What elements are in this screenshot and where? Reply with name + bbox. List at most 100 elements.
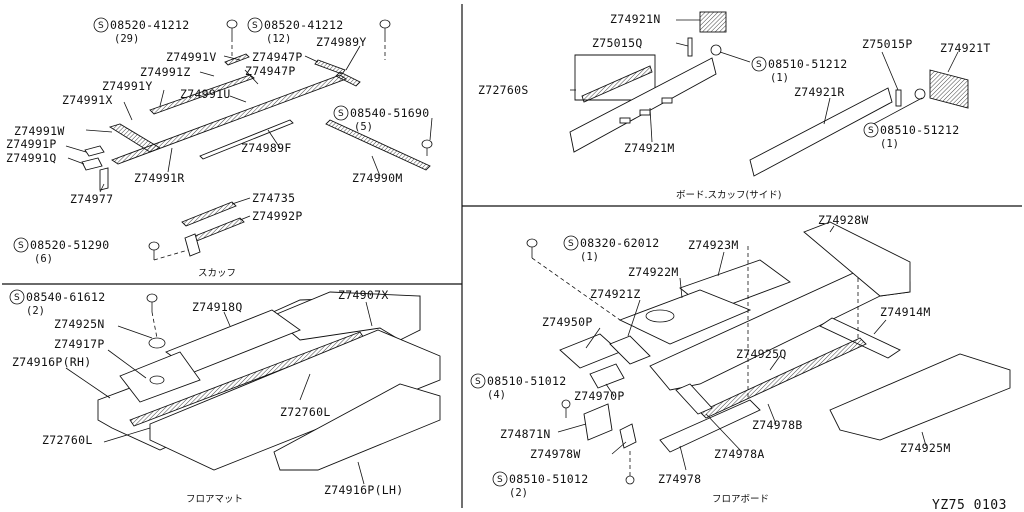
screw-symbol-icon bbox=[470, 373, 486, 389]
floor-board-z74925m bbox=[829, 353, 1011, 441]
quantity-label: (2) bbox=[26, 305, 45, 317]
scuff-upper-strip bbox=[149, 74, 255, 115]
section-caption-scuff: スカッフ bbox=[198, 268, 236, 279]
scuff-piece-p bbox=[84, 145, 105, 157]
screw-symbol-letter: S bbox=[252, 21, 258, 31]
section-dividers bbox=[2, 4, 1022, 508]
floor-mat-z74916p-lh bbox=[273, 383, 441, 471]
screw-symbol-letter: S bbox=[14, 293, 20, 303]
screw-callout-08510-51212-b: S 08510-51212 (1) bbox=[863, 122, 959, 150]
part-label-z74907x: Z74907X bbox=[338, 288, 389, 302]
part-label-z74917p: Z74917P bbox=[54, 337, 105, 351]
screw-symbol-letter: S bbox=[475, 377, 481, 387]
part-number-label: 08540-51690 bbox=[350, 106, 429, 120]
part-label-z74991y: Z74991Y bbox=[102, 79, 153, 93]
part-z72760s-inner bbox=[581, 65, 653, 103]
part-number-label: 08540-61612 bbox=[26, 290, 105, 304]
screw-icon bbox=[561, 399, 571, 418]
part-label-z74978b: Z74978B bbox=[752, 418, 803, 432]
screw-callout-08520-41212-a: S 08520-41212 (29) bbox=[93, 17, 189, 45]
clip-icon bbox=[148, 241, 189, 261]
floor-mat-z74907x bbox=[271, 291, 421, 341]
quantity-label: (29) bbox=[114, 33, 139, 45]
part-label-z74989f: Z74989F bbox=[241, 141, 292, 155]
part-label-z74947p: Z74947P bbox=[245, 64, 296, 78]
part-label-z74735: Z74735 bbox=[252, 191, 295, 205]
screw-icon bbox=[625, 450, 635, 485]
part-number-label: 08510-51012 bbox=[487, 374, 566, 388]
screw-callout-08520-51290: S 08520-51290 (6) bbox=[13, 237, 109, 265]
floor-board-z74925q bbox=[699, 337, 867, 419]
section-caption-floor-board: フロアボード bbox=[712, 494, 769, 505]
floor-board-z74921z bbox=[609, 335, 651, 365]
quantity-label: (5) bbox=[354, 121, 373, 133]
part-label-z74977: Z74977 bbox=[70, 192, 113, 206]
floor-board-z74922m bbox=[618, 289, 752, 345]
screw-symbol-letter: S bbox=[756, 60, 762, 70]
scuff-strip-f bbox=[199, 119, 294, 160]
part-label-z74950p: Z74950P bbox=[542, 315, 593, 329]
part-label-z74978: Z74978 bbox=[658, 472, 701, 486]
part-number-label: 08510-51012 bbox=[509, 472, 588, 486]
screw-symbol-icon bbox=[13, 237, 29, 253]
screw-symbol-letter: S bbox=[497, 475, 503, 485]
screw-symbol-letter: S bbox=[98, 21, 104, 31]
part-label-z75015q: Z75015Q bbox=[592, 36, 643, 50]
screw-symbol-icon bbox=[247, 17, 263, 33]
part-z74921m-shape bbox=[569, 57, 717, 153]
part-label-z74925n: Z74925N bbox=[54, 317, 105, 331]
screw-symbol-icon bbox=[93, 17, 109, 33]
part-label-z74990m: Z74990M bbox=[352, 171, 403, 185]
scuff-strip-735 bbox=[181, 201, 237, 227]
part-number-label: 08520-41212 bbox=[264, 18, 343, 32]
screw-icon bbox=[526, 238, 621, 321]
leader-lines bbox=[570, 19, 959, 143]
scuff-bracket bbox=[184, 233, 201, 257]
quantity-label: (12) bbox=[266, 33, 291, 45]
part-number-label: 08510-51212 bbox=[880, 123, 959, 137]
scuff-section: S 08520-41212 (29) S 08520-41212 (12) bbox=[6, 17, 433, 279]
part-slot bbox=[619, 117, 631, 124]
quantity-label: (6) bbox=[34, 253, 53, 265]
floor-mat-section: S 08540-61612 (2) Z74918Q Z74907X Z74925… bbox=[9, 288, 441, 505]
clip-icon bbox=[421, 139, 433, 156]
part-label-z74928w: Z74928W bbox=[818, 213, 869, 227]
screw-callout-08510-51012-b: S 08510-51012 (2) bbox=[492, 471, 588, 499]
part-number-label: 08510-51212 bbox=[768, 57, 847, 71]
part-label-z74978w: Z74978W bbox=[530, 447, 581, 461]
floor-board-z74928w bbox=[803, 221, 911, 297]
part-label-z74925m: Z74925M bbox=[900, 441, 951, 455]
part-label-z74923m: Z74923M bbox=[688, 238, 739, 252]
quantity-label: (2) bbox=[509, 487, 528, 499]
screw-callout-08540-61612: S 08540-61612 (2) bbox=[9, 289, 105, 317]
part-number-label: 08320-62012 bbox=[580, 236, 659, 250]
part-label-z72760l: Z72760L bbox=[280, 405, 331, 419]
leader-lines bbox=[65, 45, 433, 221]
screw-symbol-icon bbox=[863, 122, 879, 138]
floor-board-section: S 08320-62012 (1) Z74928W Z74923M Z74922… bbox=[470, 213, 1011, 505]
part-label-z74918q: Z74918Q bbox=[192, 300, 243, 314]
part-label-z74989y: Z74989Y bbox=[316, 35, 367, 49]
floor-board-hole bbox=[645, 309, 675, 323]
part-label-z74921t: Z74921T bbox=[940, 41, 991, 55]
screw-icon bbox=[710, 44, 751, 63]
part-label-z74925q: Z74925Q bbox=[736, 347, 787, 361]
part-label-z72760l: Z72760L bbox=[42, 433, 93, 447]
section-caption-board-scuff-side: ボード.スカッフ(サイド) bbox=[676, 190, 781, 201]
part-label-z74921m: Z74921M bbox=[624, 141, 675, 155]
part-label-z74921z: Z74921Z bbox=[590, 287, 641, 301]
screw-symbol-icon bbox=[333, 105, 349, 121]
part-label-z74871n: Z74871N bbox=[500, 427, 551, 441]
screw-callout-08540-51690: S 08540-51690 (5) bbox=[333, 105, 429, 133]
screw-icon bbox=[914, 88, 926, 100]
scuff-strip-m bbox=[325, 119, 431, 171]
clip-icon bbox=[226, 19, 238, 60]
floor-mat-lower bbox=[149, 329, 441, 471]
part-label-z74978a: Z74978A bbox=[714, 447, 765, 461]
part-slot bbox=[661, 97, 673, 104]
part-label-z72760s: Z72760S bbox=[478, 83, 529, 97]
screw-callout-08510-51012-a: S 08510-51012 (4) bbox=[470, 373, 566, 401]
floor-board-z74978 bbox=[659, 399, 761, 453]
screw-symbol-icon bbox=[751, 56, 767, 72]
